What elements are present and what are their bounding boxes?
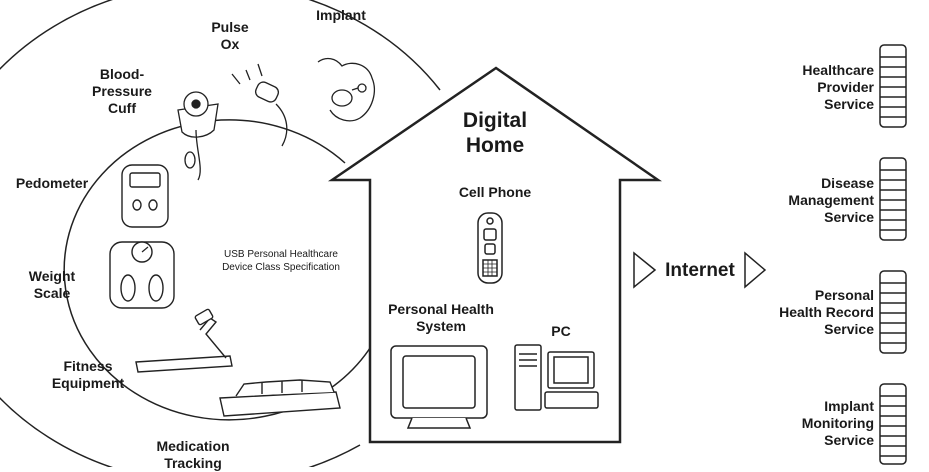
treadmill-icon: [135, 308, 233, 373]
service-3-line2: Health Record: [779, 304, 874, 320]
phs-label-line1: Personal Health: [388, 301, 494, 317]
usb-spec-line1: USB Personal Healthcare: [224, 249, 338, 260]
usb-spec-label: USB Personal Healthcare Device Class Spe…: [206, 248, 356, 274]
service-2-line2: Management: [788, 192, 874, 208]
server-icon-2: [879, 157, 907, 241]
bp-label-line2: Pressure: [92, 83, 152, 99]
service-disease-management: Disease Management Service: [724, 175, 874, 226]
weight-label-line2: Scale: [33, 285, 71, 301]
server-icon-1: [879, 44, 907, 128]
weight-scale-label: Weight Scale: [12, 268, 92, 302]
digital-home-line2: Home: [465, 134, 525, 157]
inner-spec-ring: [63, 119, 373, 421]
service-2-line3: Service: [824, 209, 874, 225]
pulse-oximeter-icon: [231, 63, 288, 147]
internet-left-arrow: [633, 251, 657, 289]
medication-label-line2: Tracking: [164, 455, 222, 471]
service-4-line1: Implant: [824, 398, 874, 414]
service-implant-monitoring: Implant Monitoring Service: [724, 398, 874, 449]
server-icon-3: [879, 270, 907, 354]
pc-icon: [514, 344, 599, 411]
bp-label-line1: Blood-: [99, 66, 145, 82]
medication-tracker-icon: [219, 379, 341, 417]
pulse-ox-label-line1: Pulse: [211, 19, 249, 35]
service-4-line2: Monitoring: [801, 415, 874, 431]
pulse-ox-label: Pulse Ox: [200, 19, 260, 53]
fitness-equipment-label: Fitness Equipment: [38, 358, 138, 392]
digital-home-title: Digital Home: [445, 108, 545, 158]
service-2-line1: Disease: [821, 175, 874, 191]
service-1-line3: Service: [824, 96, 874, 112]
blood-pressure-cuff-icon: [177, 91, 219, 181]
server-icon-4: [879, 383, 907, 465]
service-1-line2: Provider: [817, 79, 874, 95]
service-personal-health-record: Personal Health Record Service: [724, 287, 874, 338]
weight-label-line1: Weight: [28, 268, 76, 284]
service-3-line1: Personal: [814, 287, 874, 303]
service-1-line1: Healthcare: [802, 62, 874, 78]
internet-label: Internet: [665, 260, 735, 281]
service-healthcare-provider: Healthcare Provider Service: [724, 62, 874, 113]
digital-home-line1: Digital: [462, 109, 528, 132]
cell-phone-icon: [477, 212, 503, 284]
personal-health-system-label: Personal Health System: [376, 301, 506, 335]
personal-health-system-icon: [390, 345, 488, 429]
cell-phone-label: Cell Phone: [458, 184, 532, 200]
service-3-line3: Service: [824, 321, 874, 337]
phs-label-line2: System: [416, 318, 466, 334]
implant-icon: [317, 57, 375, 122]
service-4-line3: Service: [824, 432, 874, 448]
internet-right-arrow: [744, 251, 767, 289]
implant-label: Implant: [316, 7, 366, 23]
bp-label-line3: Cuff: [108, 100, 136, 116]
medication-label-line1: Medication: [156, 438, 230, 454]
pedometer-icon: [121, 164, 169, 228]
blood-pressure-cuff-label: Blood- Pressure Cuff: [72, 66, 172, 117]
usb-spec-line2: Device Class Specification: [222, 262, 340, 273]
fitness-label-line2: Equipment: [51, 375, 125, 391]
weight-scale-icon: [109, 241, 175, 309]
pulse-ox-label-line2: Ox: [220, 36, 240, 52]
pc-label: PC: [551, 323, 571, 339]
pedometer-label: Pedometer: [15, 175, 89, 191]
fitness-label-line1: Fitness: [63, 358, 113, 374]
